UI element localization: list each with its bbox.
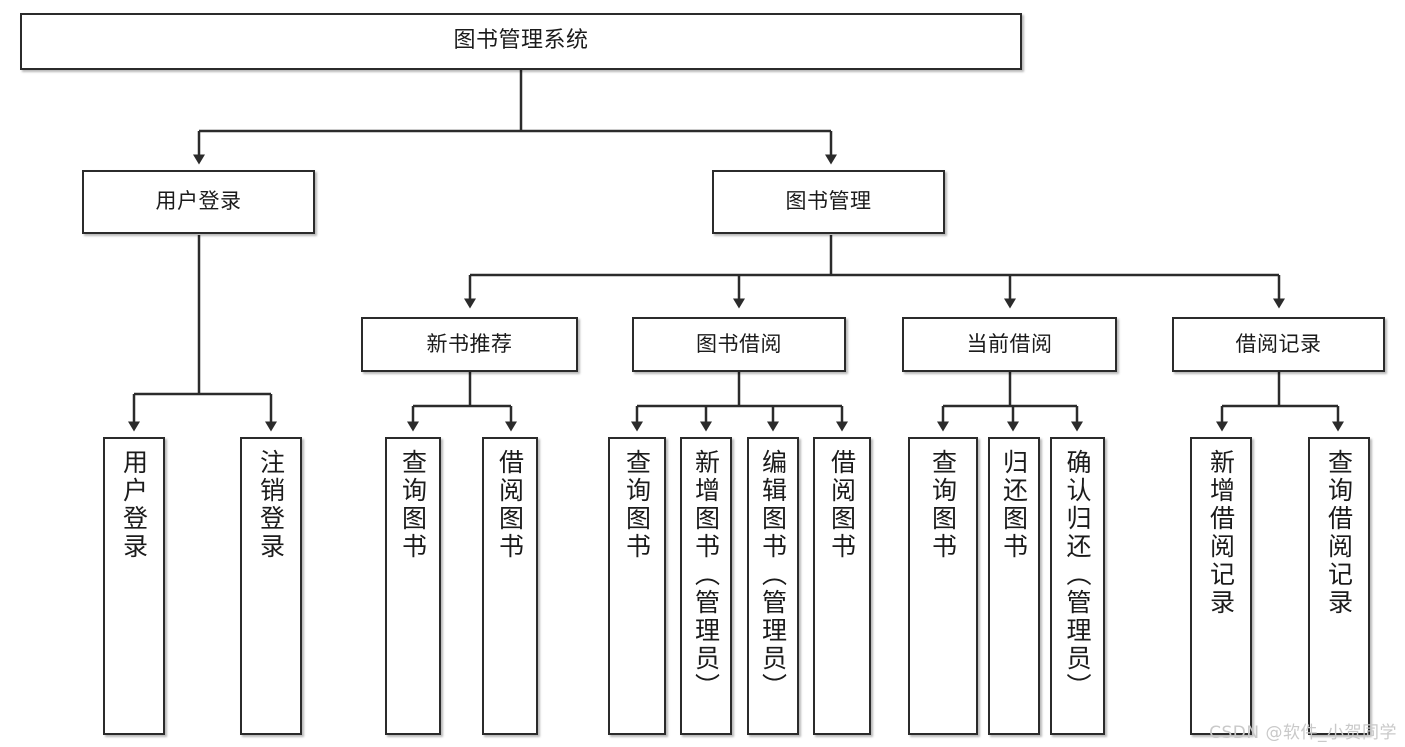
node-borrow-record[interactable]: 借阅记录 — [1172, 317, 1385, 372]
node-label: 新书推荐 — [426, 331, 513, 356]
node-label: 用户登录 — [119, 449, 149, 561]
node-book-borrow[interactable]: 图书借阅 — [632, 317, 846, 372]
leaf-borrow-book[interactable]: 借阅图书 — [813, 437, 871, 735]
node-label: 查询图书 — [398, 449, 428, 561]
leaf-add-book[interactable]: 新增图书（管理员） — [680, 437, 732, 735]
node-label: 图书管理 — [785, 189, 872, 214]
leaf-query-borrow-record[interactable]: 查询借阅记录 — [1308, 437, 1370, 735]
node-book-manage[interactable]: 图书管理 — [712, 170, 945, 234]
leaf-query-book-borrow[interactable]: 查询图书 — [608, 437, 666, 735]
node-label: 借阅图书 — [827, 449, 857, 561]
node-book-management-system[interactable]: 图书管理系统 — [20, 13, 1022, 70]
csdn-watermark: CSDN @软件_小贺同学 — [1209, 723, 1397, 743]
leaf-confirm-return[interactable]: 确认归还（管理员） — [1050, 437, 1105, 735]
node-user-login[interactable]: 用户登录 — [82, 170, 315, 234]
node-label: 查询图书 — [622, 449, 652, 561]
node-label: 图书管理系统 — [453, 28, 589, 54]
leaf-query-book-current[interactable]: 查询图书 — [908, 437, 978, 735]
node-label: 用户登录 — [155, 189, 242, 214]
node-label: 编辑图书（管理员） — [758, 449, 788, 701]
leaf-borrow-book-recommend[interactable]: 借阅图书 — [482, 437, 538, 735]
node-current-borrow[interactable]: 当前借阅 — [902, 317, 1117, 372]
node-label: 确认归还（管理员） — [1063, 449, 1092, 701]
leaf-add-borrow-record[interactable]: 新增借阅记录 — [1190, 437, 1252, 735]
node-label: 查询借阅记录 — [1324, 449, 1354, 617]
node-label: 注销登录 — [256, 449, 286, 561]
node-label: 查询图书 — [928, 449, 958, 561]
node-new-book-recommend[interactable]: 新书推荐 — [361, 317, 578, 372]
leaf-edit-book[interactable]: 编辑图书（管理员） — [747, 437, 799, 735]
leaf-user-logout[interactable]: 注销登录 — [240, 437, 302, 735]
node-label: 新增图书（管理员） — [691, 449, 721, 701]
node-label: 归还图书 — [999, 449, 1029, 561]
node-label: 新增借阅记录 — [1206, 449, 1236, 617]
leaf-query-book-recommend[interactable]: 查询图书 — [385, 437, 441, 735]
node-label: 图书借阅 — [696, 331, 782, 356]
leaf-user-login[interactable]: 用户登录 — [103, 437, 165, 735]
leaf-return-book[interactable]: 归还图书 — [988, 437, 1040, 735]
node-label: 借阅图书 — [495, 449, 525, 561]
node-label: 当前借阅 — [966, 331, 1053, 356]
node-label: 借阅记录 — [1235, 331, 1322, 356]
